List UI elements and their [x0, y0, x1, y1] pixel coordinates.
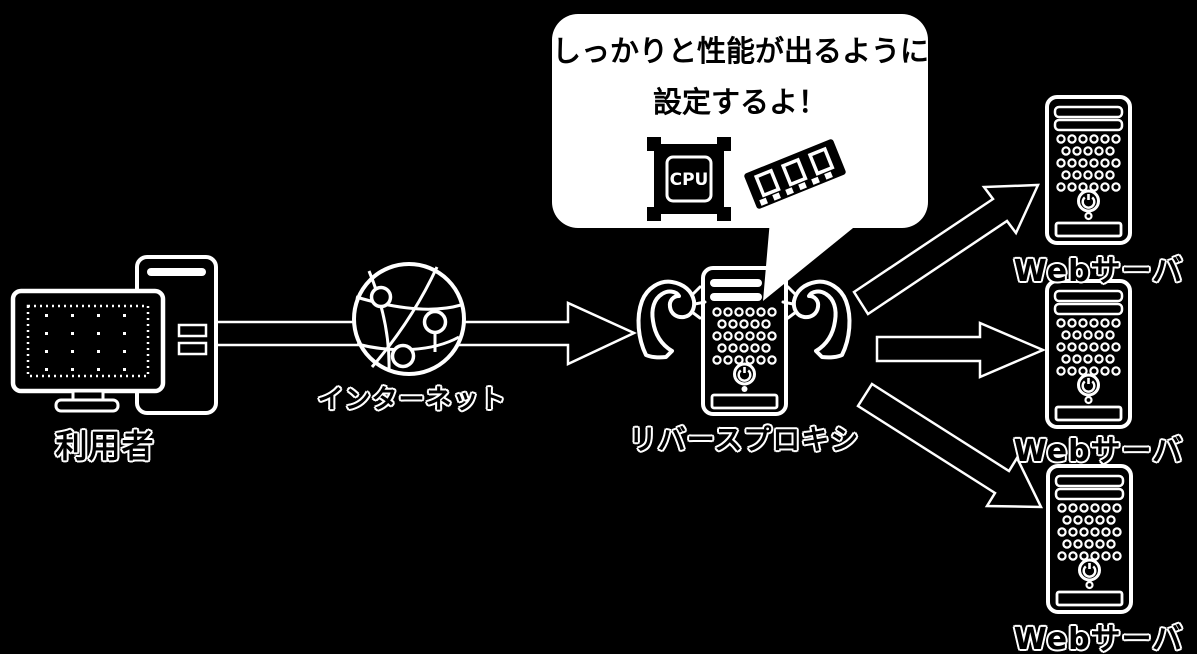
web-server-3-label: Webサーバ	[1013, 622, 1184, 654]
arrow-proxy-to-web2	[875, 321, 1047, 379]
web-server-2-icon	[1045, 279, 1132, 429]
arrow-proxy-to-web3	[856, 382, 1044, 509]
web-server-1-icon	[1045, 95, 1132, 245]
cpu-label: CPU	[670, 170, 709, 190]
muscle-arm-icon-right	[781, 279, 852, 360]
web-server-2-label: Webサーバ	[1013, 434, 1184, 469]
muscle-arm-icon-left	[636, 279, 707, 360]
reverse-proxy-label: リバースプロキシ	[628, 423, 860, 456]
speech-bubble-line1: しっかりと性能が出るように	[552, 34, 930, 68]
internet-label: インターネット	[317, 385, 507, 415]
speech-bubble: CPU	[552, 14, 928, 301]
web-server-1-label: Webサーバ	[1013, 254, 1184, 289]
speech-bubble-line2: 設定するよ！	[652, 85, 827, 119]
ram-module-icon	[744, 139, 846, 209]
desktop-computer-icon	[10, 255, 218, 415]
web-server-3-icon	[1046, 464, 1133, 614]
internet-globe-icon	[352, 262, 466, 376]
arrow-proxy-to-web1	[852, 183, 1040, 316]
speech-bubble-tail	[763, 220, 858, 301]
edge-arrows	[214, 183, 1047, 509]
cpu-chip-icon: CPU	[647, 137, 731, 221]
reverse-proxy-server-icon	[701, 266, 788, 416]
user-label: 利用者	[55, 427, 155, 465]
